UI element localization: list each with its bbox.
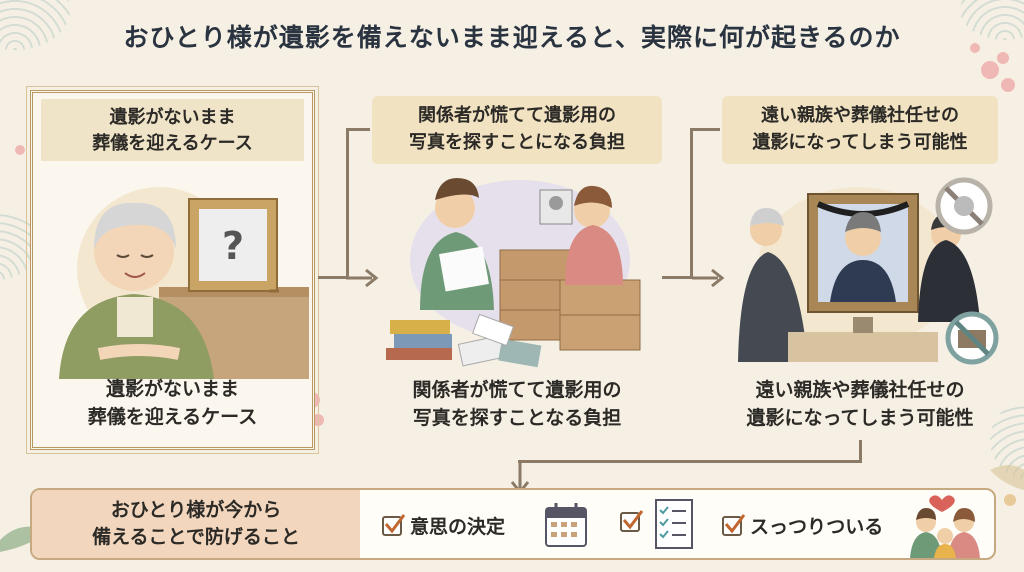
checklist-icon — [655, 499, 693, 549]
case-header-line1: 遺影がないまま — [109, 107, 236, 128]
prevention-bar: おひとり様が今から 備えることで防げること 意思の決定 — [30, 488, 996, 560]
searching-photos-illustration — [386, 178, 641, 368]
connector-line — [859, 440, 862, 462]
burden-caption-line2: 写真を探すことなる負担 — [412, 407, 622, 429]
outsourced-header-line1: 遠い親族や葬儀社任せの — [761, 105, 959, 126]
burden-header: 関係者が慌てて遺影用の 写真を探すことになる負担 — [372, 96, 662, 164]
prevention-item: 意思の決定 — [382, 512, 505, 539]
connector-line — [346, 128, 370, 131]
burden-header-line2: 写真を探すことになる負担 — [409, 132, 625, 153]
outsourced-header-line2: 遺影になってしまう可能性 — [752, 132, 968, 153]
outsourced-caption: 遠い親族や葬儀社任せの 遺影になってしまう可能性 — [722, 376, 998, 432]
outsourced-caption-line1: 遠い親族や葬儀社任せの — [755, 379, 965, 401]
funeral-portrait-illustration — [738, 177, 999, 365]
calendar-icon — [545, 503, 587, 547]
connector-line — [346, 128, 349, 279]
burden-caption: 関係者が慌てて遺影用の 写真を探すことなる負担 — [372, 376, 662, 432]
checkbox-icon — [722, 513, 746, 536]
question-mark-icon: ? — [222, 224, 244, 268]
burden-caption-line1: 関係者が慌てて遺影用の — [412, 379, 622, 401]
page-title: おひとり様が遺影を備えないまま迎えると、実際に何が起きるのか — [123, 23, 901, 52]
connector-line — [690, 128, 720, 131]
prevention-label: おひとり様が今から 備えることで防げること — [32, 490, 360, 558]
elderly-woman-illustration: ? — [59, 187, 309, 379]
arrow-head-icon — [346, 268, 379, 288]
prevention-label-line1: おひとり様が今から — [110, 499, 282, 521]
prevention-label-line2: 備えることで防げること — [92, 526, 300, 548]
prohibited-icon — [945, 311, 999, 365]
connector-line — [518, 460, 862, 463]
case-caption-line2: 葬儀を迎えるケース — [87, 406, 258, 428]
connector-line — [662, 276, 692, 279]
prevention-item-label: スっつりついる — [750, 516, 884, 538]
checkbox-icon — [382, 513, 406, 536]
connector-line — [318, 276, 348, 279]
outsourced-portrait-header: 遠い親族や葬儀社任せの 遺影になってしまう可能性 — [722, 96, 998, 164]
case-caption-line1: 遺影がないまま — [105, 378, 239, 400]
prevention-item — [620, 510, 648, 532]
family-icon — [910, 495, 980, 558]
prevention-item-label: 意思の決定 — [410, 516, 506, 538]
empty-portrait-frame: ? — [188, 198, 279, 293]
prohibited-icon — [935, 177, 993, 235]
case-panel-header: 遺影がないまま 葬儀を迎えるケース — [41, 99, 304, 161]
case-panel-no-portrait: 遺影がないまま 葬儀を迎えるケース ? 遺影がないま — [26, 86, 319, 454]
arrow-head-icon — [692, 268, 725, 288]
checkbox-icon — [620, 510, 644, 532]
case-header-line2: 葬儀を迎えるケース — [92, 133, 253, 154]
prevention-item: スっつりついる — [722, 512, 883, 539]
case-caption: 遺影がないまま 葬儀を迎えるケース — [33, 375, 312, 431]
connector-line — [690, 128, 693, 279]
burden-header-line1: 関係者が慌てて遺影用の — [418, 105, 616, 126]
outsourced-caption-line2: 遺影になってしまう可能性 — [746, 407, 974, 429]
